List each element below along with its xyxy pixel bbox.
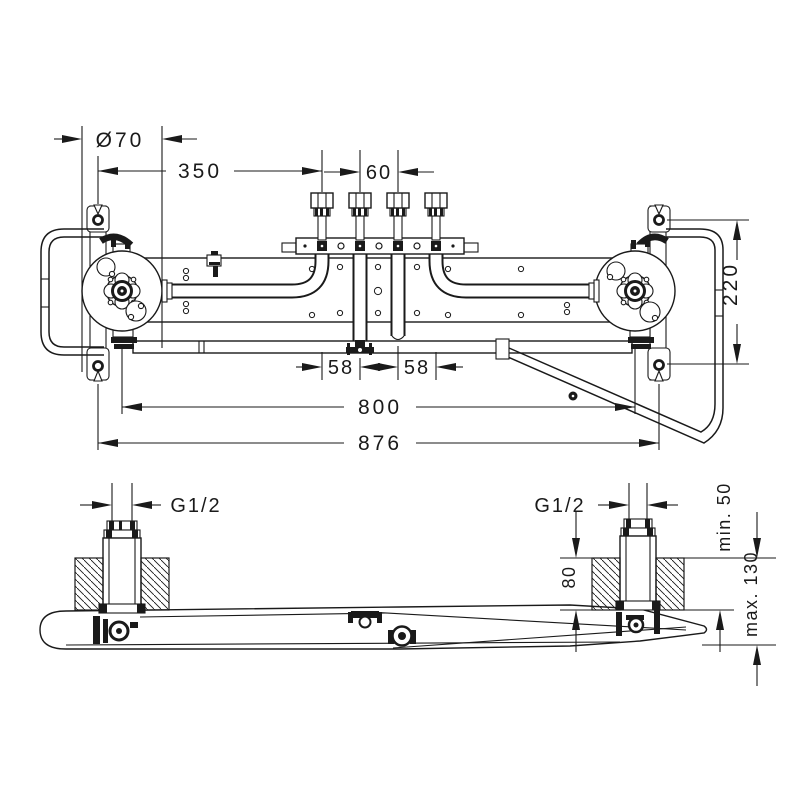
supply-port [386,192,410,241]
dim-label-60: 60 [366,162,392,184]
supply-port [424,192,448,241]
dimension-g12-right: G1/2 [534,495,678,517]
valve-left [81,250,173,332]
outlet-tee [346,340,374,355]
wall-bracket-left [40,228,104,356]
dimension-58-left: 58 [296,352,380,380]
fixing-hole [653,359,665,371]
dim-label-max130: max. 130 [741,551,761,637]
dim-label-80: 80 [559,565,579,588]
wall-bracket-right [495,228,724,444]
center-tee-joint [348,611,382,629]
rail-holes [182,263,571,319]
center-ring-joint [388,625,416,647]
dim-label-g12-left: G1/2 [170,495,221,517]
clamp-screw [206,251,222,277]
dimension-220: 220 [667,219,749,365]
dimension-max-130: max. 130 [741,512,761,686]
fixing-hole [92,360,104,372]
pivot-joint-right [616,610,660,636]
internal-pipes [170,250,604,346]
brace-flange [495,338,510,360]
supply-port [348,192,372,241]
dimension-60: 60 [324,150,434,192]
dimension-diameter-70: Ø70 [54,126,197,372]
pivot-joint-left [93,616,138,644]
dimension-350: 350 [97,150,323,204]
front-view: Ø70 350 60 220 58 [40,126,749,455]
dim-label-876: 876 [358,432,402,455]
dimension-876: 876 [97,384,660,455]
dim-label-220: 220 [719,262,742,306]
dimension-min-50: min. 50 [714,482,734,652]
dimension-58-right: 58 [378,346,463,380]
dim-label-58b: 58 [404,357,430,379]
wall-section-left [74,557,170,611]
supply-port [310,192,334,241]
dimension-80: 80 [559,512,580,652]
lower-bar [132,340,633,354]
fixing-hole [92,214,104,226]
wall-section-right [591,557,685,611]
dim-label-350: 350 [178,160,222,183]
dimension-g12-left: G1/2 [80,495,221,517]
wall-lines [560,557,776,646]
dim-label-58a: 58 [328,357,354,379]
manifold-plate [281,237,479,255]
connector-right [615,483,661,611]
dim-label-min50: min. 50 [714,482,734,552]
dim-label-800: 800 [358,396,402,419]
plan-view: G1/2 G1/2 80 min. 50 max. 130 [39,482,776,686]
supply-ports [310,192,448,241]
valve-right [588,250,676,332]
connector-left [98,483,146,614]
dim-label-70: Ø70 [96,129,145,152]
fixing-hole [653,214,665,226]
dimension-800: 800 [121,349,636,419]
dim-label-g12-right: G1/2 [534,495,585,517]
